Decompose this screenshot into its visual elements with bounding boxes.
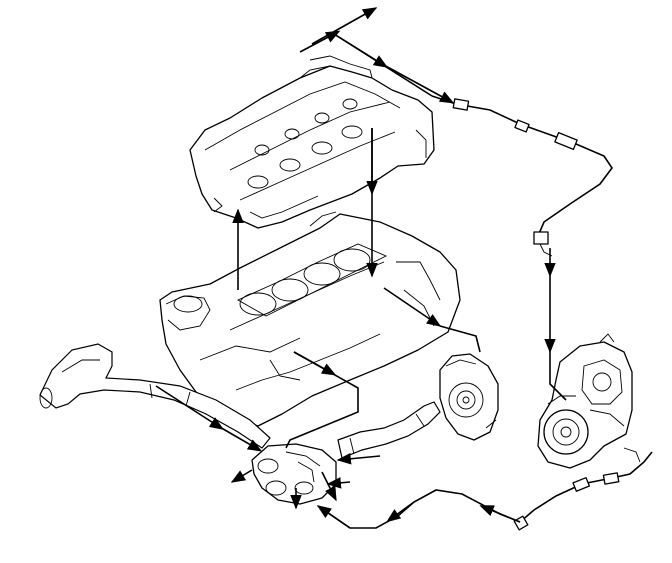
flow-arrow-thermostat-right: [326, 477, 351, 489]
flow-arrow-return-1: [479, 505, 521, 523]
flow-arrow-thermostat-left: [230, 469, 253, 483]
flow-arrow-return-3: [316, 505, 351, 529]
flow-arrow-inlet-2: [217, 425, 263, 452]
coolant-flow-arrows: [155, 7, 567, 529]
flow-line-block-to-thermostat: [285, 351, 359, 449]
flow-arrow-top-left: [299, 30, 341, 53]
flow-line-turbo-entry: [549, 346, 567, 401]
flow-arrow-block-to-pump: [383, 287, 442, 327]
flow-arrow-top-right: [381, 63, 455, 104]
flow-arrow-outlet: [311, 7, 378, 45]
water-pump-hose: [337, 401, 441, 459]
turbo-feed-pipe: [431, 95, 613, 257]
flow-arrow-inlet-1: [155, 385, 225, 430]
turbo-return-pipe: [513, 447, 653, 531]
flow-line-pump: [439, 325, 481, 353]
engine-block: [159, 211, 461, 427]
inlet-pipe: [39, 343, 271, 449]
flow-arrow-return-2: [386, 501, 415, 523]
flow-arrow-top-mid: [333, 33, 389, 68]
cylinder-head: [189, 55, 435, 229]
flow-arrow-block-down: [293, 351, 337, 376]
flow-arrow-pump-hose-in: [336, 453, 381, 465]
water-pump: [439, 353, 499, 441]
flow-arrow-thermostat-down: [321, 471, 337, 502]
turbocharger: [537, 333, 633, 469]
